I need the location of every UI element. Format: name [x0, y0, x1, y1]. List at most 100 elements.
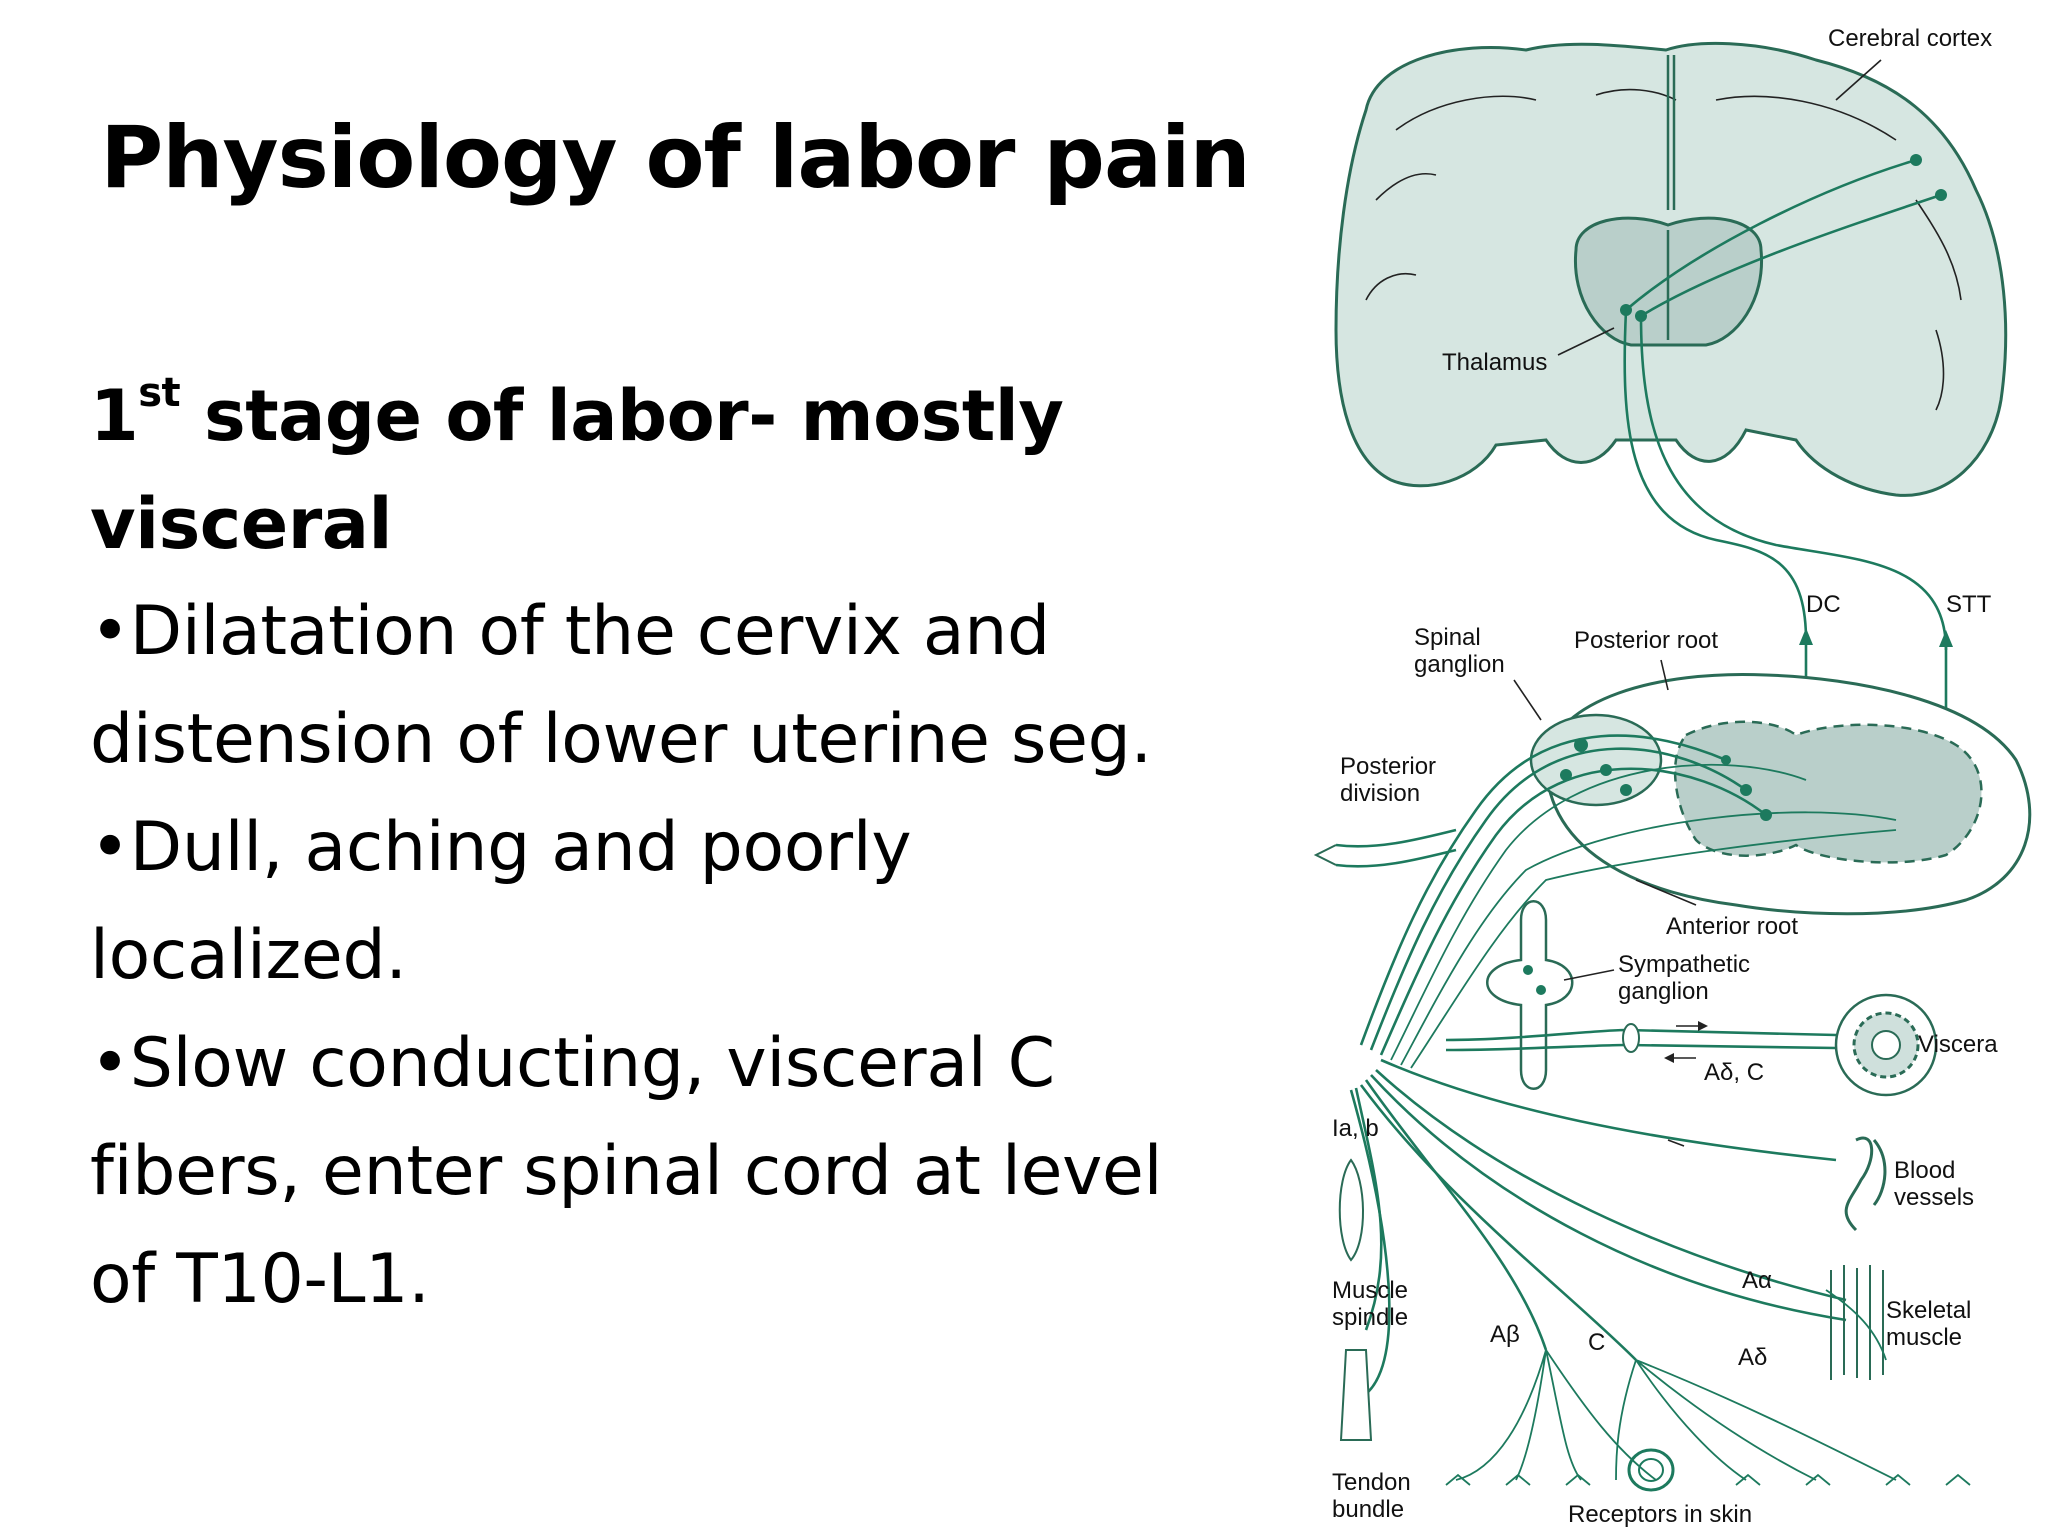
label-c: C [1588, 1329, 1605, 1356]
nerve-cut-end [1622, 1023, 1640, 1053]
label-sympathetic-ganglion: Sympathetic [1618, 951, 1750, 978]
pacinian-corpuscle-core [1638, 1458, 1664, 1482]
label-tendon-bundle: Tendon [1332, 1469, 1411, 1496]
tendon-bundle-shape [1339, 1349, 1373, 1441]
pacinian-corpuscle [1627, 1448, 1675, 1492]
skeletal-muscle-shape [1825, 1265, 1887, 1380]
nerve-fiber [1369, 747, 1747, 1051]
label-blood-vessels: Blood [1894, 1157, 1955, 1184]
label-dc: DC [1806, 591, 1841, 618]
spinothalamic-tract [1639, 315, 1948, 651]
label-a-delta-c: Aδ, C [1704, 1059, 1764, 1086]
muscle-fibers [1830, 1265, 1884, 1380]
label-spinal-ganglion: ganglion [1414, 651, 1505, 678]
longitudinal-fissure [1666, 55, 1676, 210]
visceral-nerve [1445, 1043, 1837, 1052]
sympathetic-trunk [1486, 900, 1574, 1090]
bullet-line: •Dilatation of the cervix and [90, 592, 1050, 671]
stage-heading-line1: stage of labor- mostly [180, 375, 1064, 457]
stage-number: 1 [90, 375, 139, 457]
label-thalamus: Thalamus [1442, 349, 1547, 376]
text-block: 1st stage of labor- mostly visceral •Dil… [90, 362, 1290, 1334]
stage-ordinal: st [138, 370, 181, 416]
leader-cerebral-cortex [1835, 59, 1882, 101]
label-skeletal-muscle: Skeletal [1886, 1297, 1971, 1324]
bullet-dull-aching: •Dull, aching and poorly localized. [90, 794, 1290, 1010]
brain-cross-section [1334, 41, 2008, 497]
label-ia-b: Ia, b [1332, 1115, 1379, 1142]
blood-vessel-shape [1844, 1136, 1887, 1232]
label-stt: STT [1946, 591, 1992, 618]
diagram-svg: Cerebral cortex Thalamus DC STT Spinal g… [1313, 25, 2032, 1528]
pain-pathway-diagram: Cerebral cortex Thalamus DC STT Spinal g… [1296, 0, 2048, 1536]
muscle-fiber-afferent [1370, 1074, 1847, 1322]
nerve-fiber [1400, 811, 1897, 1066]
label-muscle-spindle: spindle [1332, 1304, 1408, 1331]
ganglion-neuron [1620, 784, 1632, 796]
dc-arrow-head [1799, 628, 1813, 645]
ganglion-neuron [1560, 769, 1572, 781]
dorsal-column-tract [1623, 309, 1808, 641]
skin-receptor-branches [1455, 1349, 1657, 1481]
bullet-dilatation: •Dilatation of the cervix and distension… [90, 578, 1290, 794]
label-skeletal-muscle: muscle [1886, 1324, 1962, 1351]
vascular-arrow [1667, 1139, 1685, 1147]
nerve-fiber [1390, 763, 1807, 1061]
bullet-line: fibers, enter spinal cord at level [90, 1132, 1163, 1211]
leader-sympathetic-ganglion [1563, 969, 1615, 981]
posterior-division-end [1313, 844, 1337, 866]
sympathetic-neuron [1523, 965, 1533, 975]
gray-matter [1673, 720, 1983, 864]
spinal-nerve-bundle [1313, 734, 1897, 1069]
bullet-line: distension of lower uterine seg. [90, 700, 1152, 779]
stt-arrow-head [1939, 630, 1953, 647]
efferent-arrowhead [1664, 1053, 1674, 1063]
spinal-cord-section [1544, 672, 2032, 916]
posterior-division-branch [1335, 828, 1457, 848]
nerve-fiber [1410, 829, 1897, 1069]
tendon-fiber [1349, 1089, 1391, 1402]
skin-receptor-branches [1615, 1359, 1897, 1481]
viscera-lumen [1871, 1030, 1901, 1060]
skin-fiber-c [1359, 1084, 1637, 1361]
label-posterior-division: Posterior [1340, 753, 1436, 780]
leader-spinal-ganglion [1513, 679, 1542, 721]
label-posterior-root: Posterior root [1574, 627, 1718, 654]
leader-thalamus [1557, 327, 1615, 356]
label-tendon-bundle: bundle [1332, 1496, 1404, 1523]
thalamocortical-fiber [1625, 158, 1917, 311]
stage-heading: 1st stage of labor- mostly visceral [90, 362, 1290, 578]
nerve-fiber [1379, 767, 1767, 1056]
ganglion-neuron [1574, 738, 1588, 752]
label-a-alpha: Aα [1742, 1267, 1772, 1294]
sympathetic-neuron [1536, 985, 1546, 995]
cortex-gyri [1365, 88, 1962, 411]
label-cerebral-cortex: Cerebral cortex [1828, 25, 1992, 52]
bullet-line: of T10-L1. [90, 1240, 430, 1319]
label-a-beta: Aβ [1490, 1321, 1520, 1348]
spinal-ganglion-shape [1529, 713, 1663, 807]
muscle-fiber-efferent [1375, 1069, 1847, 1302]
label-viscera: Viscera [1918, 1031, 1998, 1058]
nerve-fiber [1359, 734, 1727, 1046]
label-a-delta: Aδ [1738, 1344, 1767, 1371]
slide-title: Physiology of labor pain [100, 108, 1250, 208]
leader-anterior-root [1635, 879, 1697, 906]
posterior-division-branch [1335, 848, 1457, 868]
label-receptors-in-skin: Receptors in skin [1568, 1501, 1752, 1528]
bullet-line: •Slow conducting, visceral C [90, 1024, 1055, 1103]
free-nerve-endings [1445, 1473, 1971, 1486]
label-blood-vessels: vessels [1894, 1184, 1974, 1211]
muscle-spindle-shape [1338, 1158, 1364, 1262]
thalamocortical-fiber [1640, 193, 1942, 318]
label-sympathetic-ganglion: ganglion [1618, 978, 1709, 1005]
leader-posterior-root [1660, 659, 1669, 691]
label-muscle-spindle: Muscle [1332, 1277, 1408, 1304]
skin-fiber-abeta [1364, 1079, 1548, 1351]
muscle-innervation [1825, 1289, 1887, 1361]
label-spinal-ganglion: Spinal [1414, 624, 1481, 651]
bullet-line: localized. [90, 916, 407, 995]
label-anterior-root: Anterior root [1666, 913, 1798, 940]
visceral-nerve [1445, 1028, 1837, 1042]
